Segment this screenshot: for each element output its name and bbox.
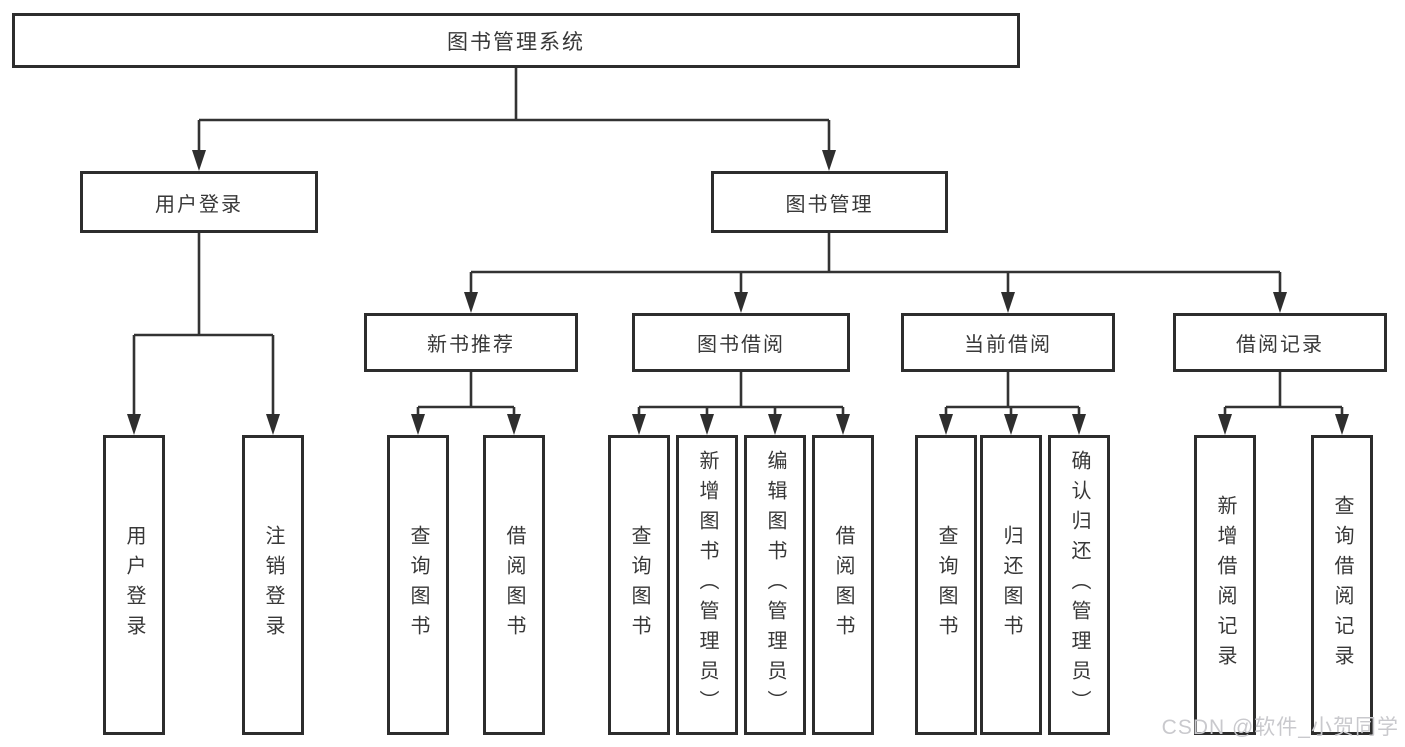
node-label: 查询图书 <box>628 525 650 645</box>
node-label: 用户登录 <box>155 193 243 216</box>
connector-current-borrow-children <box>944 372 1081 418</box>
leaf-query-books-borrowing: 查询图书 <box>608 435 670 735</box>
leaf-add-books-admin: 新增图书（管理员） <box>676 435 738 735</box>
node-label: 查询图书 <box>407 525 429 645</box>
csdn-watermark: CSDN @软件_小贺同学 <box>1161 716 1399 739</box>
node-label: 归还图书 <box>1000 525 1022 645</box>
connector-borrow-record-children <box>1223 372 1344 418</box>
leaf-query-borrow-record: 查询借阅记录 <box>1311 435 1373 735</box>
node-label: 新增图书（管理员） <box>696 450 718 720</box>
node-label: 注销登录 <box>262 525 284 645</box>
leaf-add-borrow-record: 新增借阅记录 <box>1194 435 1256 735</box>
node-borrowing-records: 借阅记录 <box>1173 313 1387 372</box>
node-book-management: 图书管理 <box>711 171 948 233</box>
node-label: 查询借阅记录 <box>1331 495 1353 675</box>
connector-new-book-rec-children <box>416 372 516 418</box>
node-label: 图书借阅 <box>697 334 785 356</box>
leaf-borrow-books-recommend: 借阅图书 <box>483 435 545 735</box>
node-label: 当前借阅 <box>964 334 1052 356</box>
node-book-borrowing: 图书借阅 <box>632 313 850 372</box>
node-label: 编辑图书（管理员） <box>764 450 786 720</box>
connector-book-borrow-children <box>637 372 845 418</box>
node-label: 用户登录 <box>123 525 145 645</box>
leaf-confirm-return-admin: 确认归还（管理员） <box>1048 435 1110 735</box>
node-library-management-system: 图书管理系统 <box>12 13 1020 68</box>
leaf-user-login: 用户登录 <box>103 435 165 735</box>
leaf-edit-books-admin: 编辑图书（管理员） <box>744 435 806 735</box>
leaf-borrow-books: 借阅图书 <box>812 435 874 735</box>
connector-user-login-children <box>132 233 275 418</box>
node-label: 查询图书 <box>935 525 957 645</box>
node-label: 借阅记录 <box>1236 334 1324 356</box>
node-label: 确认归还（管理员） <box>1068 450 1090 720</box>
connector-root-children <box>197 68 831 156</box>
node-label: 借阅图书 <box>503 525 525 645</box>
leaf-return-books: 归还图书 <box>980 435 1042 735</box>
connector-book-mgmt-children <box>469 233 1282 296</box>
leaf-logout: 注销登录 <box>242 435 304 735</box>
node-label: 新增借阅记录 <box>1214 495 1236 675</box>
node-new-book-recommend: 新书推荐 <box>364 313 578 372</box>
node-label: 借阅图书 <box>832 525 854 645</box>
leaf-query-books-recommend: 查询图书 <box>387 435 449 735</box>
leaf-query-books-current: 查询图书 <box>915 435 977 735</box>
node-label: 图书管理系统 <box>447 30 585 54</box>
arrowhead-icons <box>127 150 1349 435</box>
node-label: 新书推荐 <box>427 334 515 356</box>
node-user-login: 用户登录 <box>80 171 318 233</box>
node-current-borrowing: 当前借阅 <box>901 313 1115 372</box>
node-label: 图书管理 <box>785 193 874 216</box>
